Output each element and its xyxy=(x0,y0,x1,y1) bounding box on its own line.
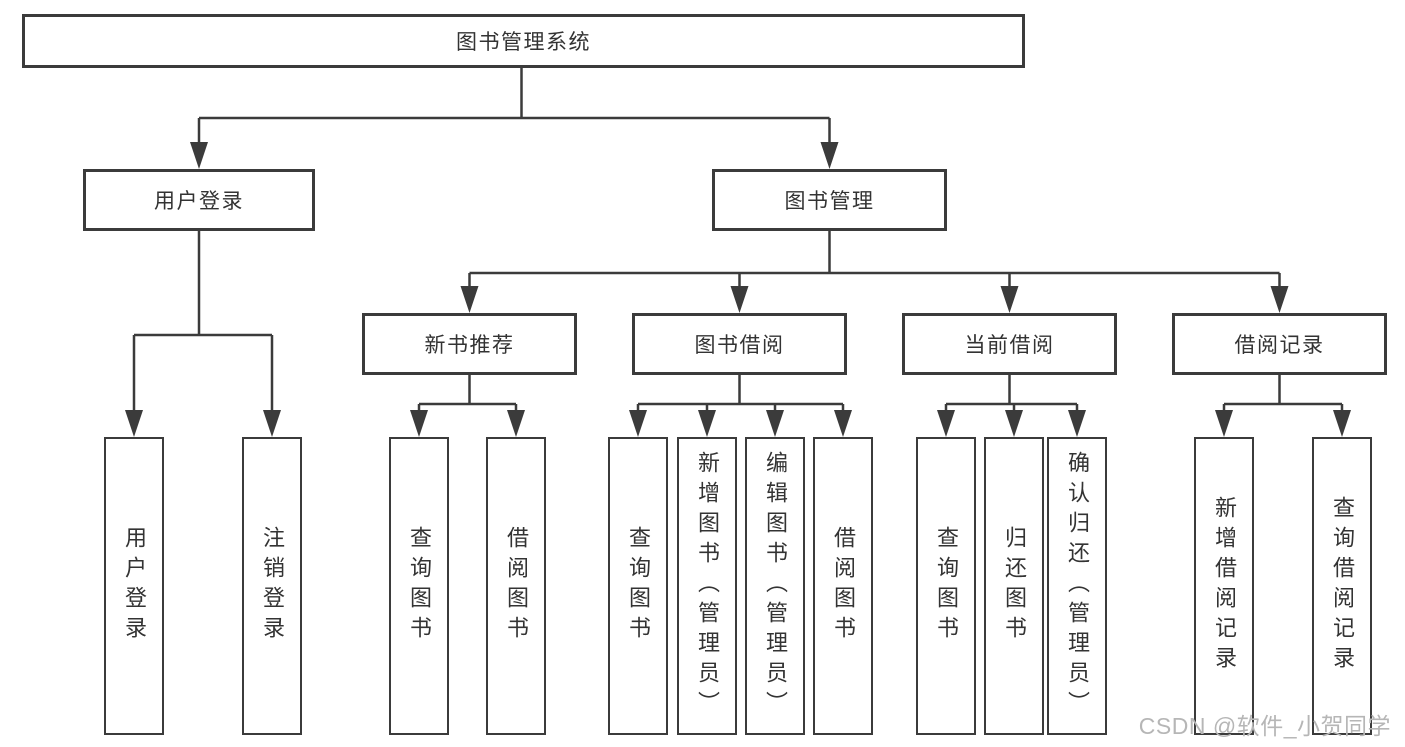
leaf-logout-login: 注销登录 xyxy=(242,437,302,735)
watermark: CSDN @软件_小贺同学 xyxy=(1138,713,1391,739)
leaf-query-borrow-record: 查询借阅记录 xyxy=(1312,437,1372,735)
leaf-user-login: 用户登录 xyxy=(104,437,164,735)
leaf-borrow-books-borrowing: 借阅图书 xyxy=(813,437,873,735)
leaf-add-books-admin: 新增图书（管理员） xyxy=(677,437,737,735)
leaf-add-borrow-record: 新增借阅记录 xyxy=(1194,437,1254,735)
node-new-book-recommendation: 新书推荐 xyxy=(362,313,577,375)
node-book-borrowing: 图书借阅 xyxy=(632,313,847,375)
node-user-login: 用户登录 xyxy=(83,169,315,231)
leaf-confirm-return-admin: 确认归还（管理员） xyxy=(1047,437,1107,735)
leaf-query-books-borrowing: 查询图书 xyxy=(608,437,668,735)
node-book-management: 图书管理 xyxy=(712,169,947,231)
node-current-borrowing: 当前借阅 xyxy=(902,313,1117,375)
leaf-query-books-current: 查询图书 xyxy=(916,437,976,735)
leaf-edit-books-admin: 编辑图书（管理员） xyxy=(745,437,805,735)
leaf-return-books: 归还图书 xyxy=(984,437,1044,735)
node-library-system: 图书管理系统 xyxy=(22,14,1025,68)
leaf-query-books-recommend: 查询图书 xyxy=(389,437,449,735)
leaf-borrow-books-recommend: 借阅图书 xyxy=(486,437,546,735)
node-borrowing-records: 借阅记录 xyxy=(1172,313,1387,375)
